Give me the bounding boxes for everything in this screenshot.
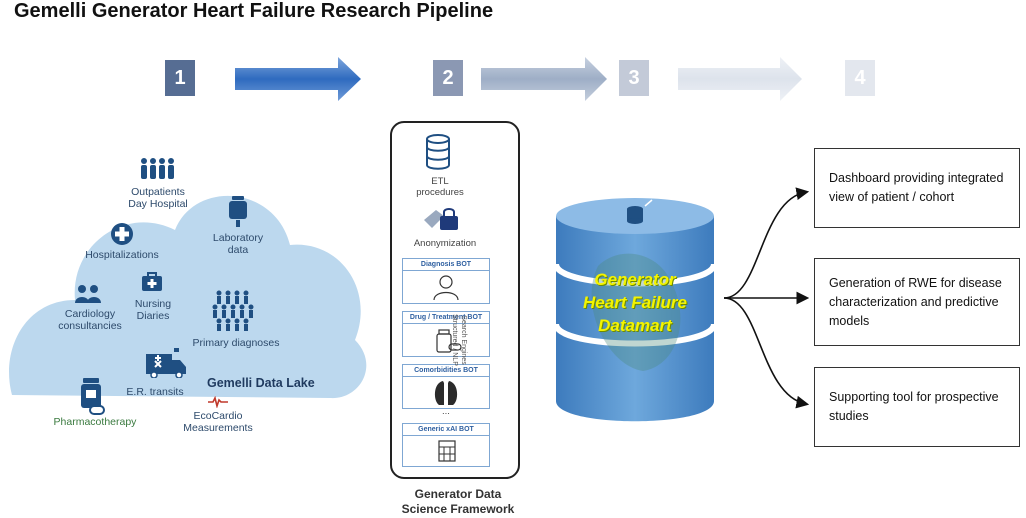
- page-title: Gemelli Generator Heart Failure Research…: [14, 0, 494, 22]
- step-arrows: [235, 57, 802, 101]
- step-3-number: 3: [628, 66, 640, 89]
- data-lake-name: Gemelli Data Lake: [207, 376, 315, 390]
- bot-diagnosis-label: Diagnosis BOT: [420, 261, 472, 268]
- anonymization-label: Anonymization: [413, 238, 477, 249]
- bot-drug-treatment-label: Drug / Treatment BOT: [409, 314, 483, 321]
- arrow-step-2: [481, 57, 607, 101]
- output-dashboard-text: Dashboard providing integrated view of p…: [829, 171, 1004, 204]
- bot-generic-xai-label: Generic xAI BOT: [418, 426, 474, 433]
- output-rwe-text: Generation of RWE for disease characteri…: [829, 275, 1002, 328]
- population-icon: [212, 290, 254, 331]
- medicine-icon: [436, 329, 462, 353]
- step-1-badge: 1: [165, 60, 195, 96]
- datamart-label: Generator Heart Failure Datamart: [583, 270, 687, 335]
- calculator-icon: [438, 440, 456, 462]
- source-er-transits-label: E.R. transits: [126, 386, 184, 398]
- bot-comorbidities-label: Comorbidities BOT: [414, 367, 478, 374]
- output-arrows: [723, 187, 810, 409]
- step-4-number: 4: [854, 66, 866, 89]
- ambulance-icon: [146, 348, 186, 378]
- arrow-step-3: [678, 57, 802, 101]
- output-prospective-text: Supporting tool for prospective studies: [829, 390, 999, 423]
- source-pharmacotherapy-label: Pharmacotherapy: [53, 416, 137, 428]
- output-dashboard-box: Dashboard providing integrated view of p…: [814, 148, 1020, 228]
- doctors-icon: [75, 285, 101, 303]
- doctor-icon: [433, 275, 459, 301]
- data-lake-cloud: [9, 195, 367, 399]
- source-nursing-label: Nursing Diaries: [134, 298, 172, 322]
- source-primary-diagnoses-label: Primary diagnoses: [192, 337, 280, 349]
- arrow-to-output-1: [723, 187, 810, 299]
- heartbeat-icon: [208, 396, 228, 408]
- medical-cross-icon: [111, 223, 133, 245]
- framework-caption: Generator Data Science Framework: [401, 487, 515, 516]
- search-engines-label: Search Engines Structured / NLP: [451, 314, 467, 366]
- source-outpatients-label: Outpatients Day Hospital: [128, 186, 188, 210]
- step-2-number: 2: [442, 66, 454, 89]
- datamart-cylinder: [553, 198, 717, 422]
- arrow-to-output-3: [723, 297, 810, 409]
- bot-diagnosis-box: Diagnosis BOT: [402, 258, 490, 304]
- source-laboratory-label: Laboratory data: [212, 232, 264, 256]
- bots-ellipsis: ...: [442, 406, 450, 417]
- small-database-icon: [627, 199, 653, 224]
- database-icon: [426, 134, 450, 170]
- iv-bag-icon: [229, 196, 247, 227]
- people-group-icon: [141, 158, 174, 179]
- pill-bottle-icon: [81, 378, 105, 415]
- step-4-badge: 4: [845, 60, 875, 96]
- step-3-badge: 3: [619, 60, 649, 96]
- bot-comorbidities-box: Comorbidities BOT: [402, 364, 490, 409]
- output-rwe-box: Generation of RWE for disease characteri…: [814, 258, 1020, 346]
- source-ecocardio-label: EcoCardio Measurements: [183, 410, 253, 434]
- source-cardiology-label: Cardiology consultancies: [58, 308, 122, 332]
- output-prospective-box: Supporting tool for prospective studies: [814, 367, 1020, 447]
- lungs-icon: [434, 381, 458, 405]
- anonymization-icon: [424, 208, 458, 230]
- source-hospitalizations-label: Hospitalizations: [85, 249, 159, 261]
- step-2-badge: 2: [433, 60, 463, 96]
- bot-drug-treatment-box: Drug / Treatment BOT: [402, 311, 490, 357]
- arrow-step-1: [235, 57, 361, 101]
- etl-label: ETL procedures: [416, 176, 464, 198]
- step-1-number: 1: [174, 66, 186, 89]
- first-aid-kit-icon: [142, 272, 162, 291]
- bot-generic-xai-box: Generic xAI BOT: [402, 423, 490, 467]
